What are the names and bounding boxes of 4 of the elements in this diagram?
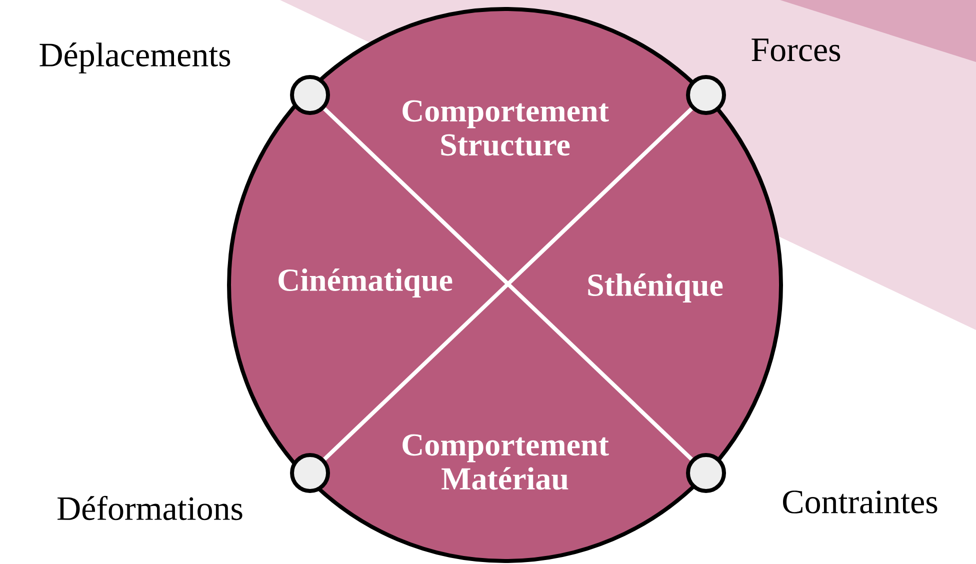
small-circle [686,452,726,493]
small-circle [290,452,330,493]
crossed-lines [323,107,693,461]
small-circle [290,75,330,115]
